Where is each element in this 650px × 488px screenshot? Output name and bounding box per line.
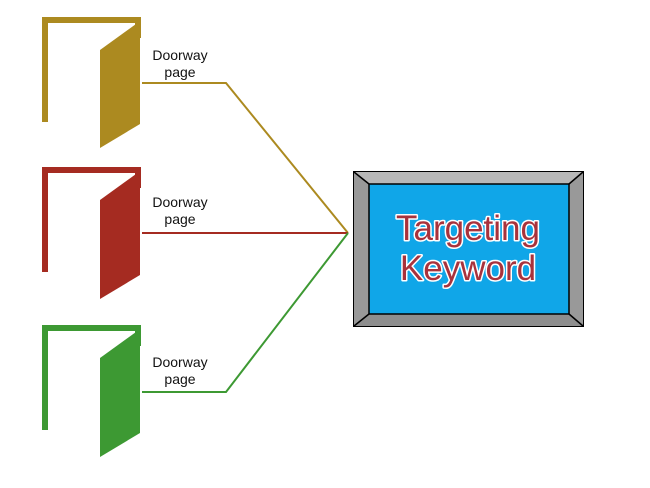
door-2: Doorway page [42,167,208,299]
door-3: Doorway page [42,325,208,457]
door-label-line2: page [164,371,195,387]
target-title-line2: Keyword [400,249,536,288]
target-title-line1: Targeting [396,209,540,248]
door-icon [42,167,141,299]
door-label-line1: Doorway [152,354,207,370]
connector-line-1 [142,82,349,234]
connector-line-3 [142,232,349,393]
door-icon [42,325,141,457]
door-1: Doorway page [42,17,208,148]
door-icon [42,17,141,148]
door-label-line2: page [164,211,195,227]
monitor-icon [353,171,584,327]
door-label-line2: page [164,64,195,80]
monitor-screen [368,183,570,315]
door-label-line1: Doorway [152,194,207,210]
door-label-line1: Doorway [152,47,207,63]
target-keyword-monitor: Targeting Keyword [353,171,584,327]
